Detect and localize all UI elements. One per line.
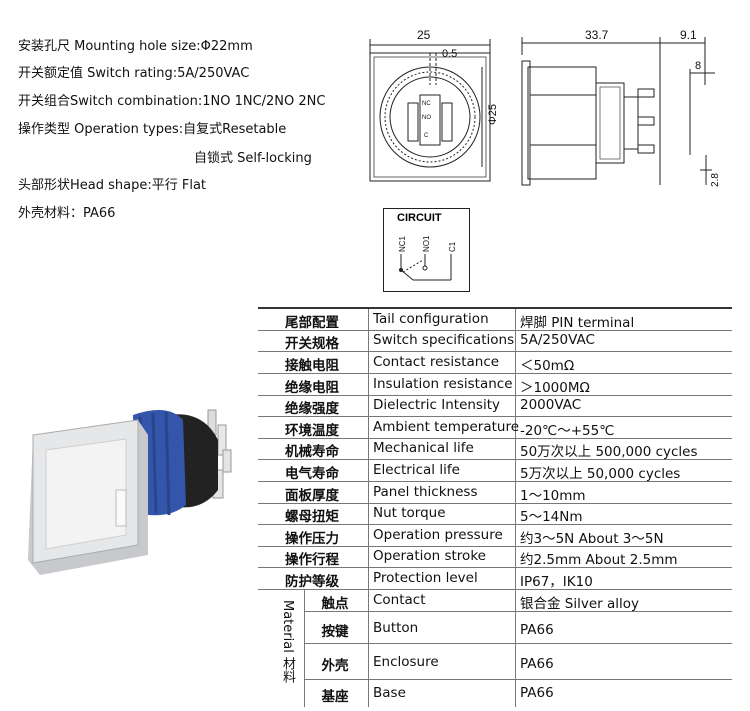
dim-width-text: 25 [417,28,431,42]
spec-operation-types: 操作类型 Operation types:自复式Resetable [18,122,287,137]
spec-switch-combination: 开关组合Switch combination:1NO 1NC/2NO 2NC [18,94,326,109]
dim-gap-text: 0.5 [442,48,457,60]
spec-self-locking: 自锁式 Self-locking [194,151,312,166]
dim-base-text: 2.8 [710,173,721,187]
material-label: Material 材料 [280,600,295,683]
dimension-drawing: 25 0.5 Φ25 33.7 9.1 8 2.8 NC NO C [369,28,721,187]
circuit-title: CIRCUIT [397,212,442,224]
contact-c-text: C [424,133,429,139]
dim-depth-text: 33.7 [585,28,609,42]
circuit-pin-no1: NO1 [422,235,431,252]
contact-nc-text: NC [422,101,431,107]
circuit-diagram: CIRCUIT NC1 NO1 C1 [383,208,470,292]
spec-head-shape: 头部形状Head shape:平行 Flat [18,178,207,193]
spec-housing-material: 外壳材料：PA66 [18,206,116,221]
spec-switch-rating: 开关额定值 Switch rating:5A/250VAC [18,66,250,81]
circuit-pin-nc1: NC1 [398,235,407,252]
dim-pin-text: 8 [695,60,701,72]
front-view-ring [379,66,481,168]
dim-terminal-text: 9.1 [680,28,697,42]
dim-diameter-text: Φ25 [487,104,499,125]
material-group: Material 材料 [258,590,304,707]
spec-mounting-hole: 安装孔尺 Mounting hole size:Φ22mm [18,39,253,54]
contact-no-text: NO [422,115,431,121]
circuit-pin-c1: C1 [448,241,457,252]
product-photo [28,409,232,575]
